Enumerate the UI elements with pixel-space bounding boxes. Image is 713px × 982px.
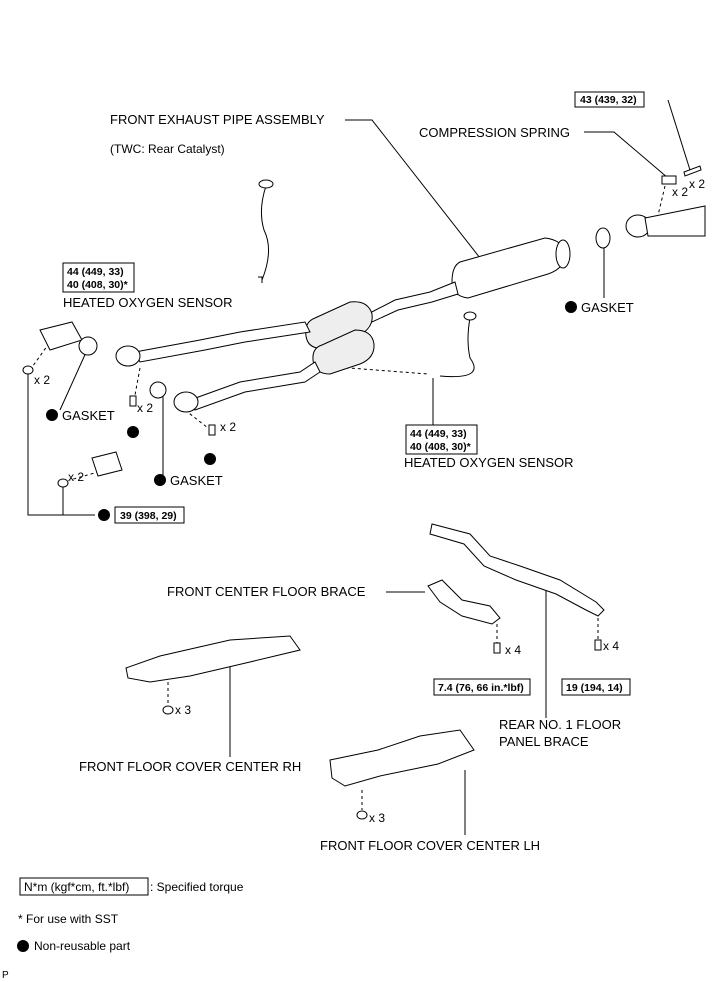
qty-brace-center-bolt: x 4 — [505, 643, 521, 657]
legend-nonreusable: Non-reusable part — [34, 939, 131, 953]
torque-value: 40 (408, 30)* — [67, 279, 129, 291]
bolt-icon — [129, 395, 137, 407]
legend: N*m (kgf*cm, ft.*lbf) : Specified torque… — [18, 877, 244, 953]
gasket-left-1 — [78, 336, 98, 356]
front-floor-cover-center-rh — [125, 635, 301, 683]
bolt-icon — [683, 165, 702, 177]
qty-rh-nut: x 3 — [175, 703, 191, 717]
compression-spring-icon — [661, 175, 677, 185]
nonreusable-dot — [17, 940, 29, 952]
nut-icon — [162, 705, 174, 715]
bolt-icon — [208, 424, 216, 436]
nonreusable-dot — [154, 474, 166, 486]
torque-value: 44 (449, 33) — [67, 266, 124, 278]
torque-box-sensor-right: 44 (449, 33) 40 (408, 30)* — [405, 424, 478, 455]
torque-value: 7.4 (76, 66 in.*lbf) — [438, 682, 524, 694]
sensor-left-wire — [260, 185, 269, 281]
label-heated-sensor-right: HEATED OXYGEN SENSOR — [404, 455, 574, 470]
torque-box-brace-center: 7.4 (76, 66 in.*lbf) — [433, 678, 531, 696]
oxygen-sensors — [258, 179, 477, 378]
nut-icon — [356, 810, 368, 820]
nut-icon — [57, 478, 69, 488]
qty-spring: x 2 — [672, 185, 688, 199]
torque-box-nut-left: 39 (398, 29) — [114, 506, 185, 524]
torque-value: 43 (439, 32) — [580, 94, 637, 106]
bolt-icon — [493, 642, 501, 654]
rear-pipe-flange — [625, 205, 706, 238]
nonreusable-dot — [46, 409, 58, 421]
label-gasket-left-2: GASKET — [170, 473, 223, 488]
nonreusable-dot — [127, 426, 139, 438]
footer-code: P — [2, 970, 9, 981]
qty-lh-nut: x 3 — [369, 811, 385, 825]
qty-brace-rear-bolt: x 4 — [603, 639, 619, 653]
gaskets — [78, 227, 611, 399]
bolt-icon — [594, 639, 602, 651]
label-gasket-left-1: GASKET — [62, 408, 115, 423]
torque-box-sensor-left: 44 (449, 33) 40 (408, 30)* — [62, 262, 135, 293]
torque-value: 40 (408, 30)* — [410, 441, 472, 453]
legend-torque-box: N*m (kgf*cm, ft.*lbf) — [24, 880, 129, 894]
nonreusable-dot — [98, 509, 110, 521]
label-front-floor-rh: FRONT FLOOR COVER CENTER RH — [79, 759, 301, 774]
label-rear-floor-brace-2: PANEL BRACE — [499, 734, 589, 749]
nonreusable-dot — [204, 453, 216, 465]
torque-value: 19 (194, 14) — [566, 682, 623, 694]
leader-lines — [27, 99, 691, 835]
torque-value: 44 (449, 33) — [410, 428, 467, 440]
qty-bolt-mid2: x 2 — [220, 420, 236, 434]
label-twc-rear: (TWC: Rear Catalyst) — [110, 142, 225, 156]
label-front-center-floor-brace: FRONT CENTER FLOOR BRACE — [167, 584, 366, 599]
torque-value: 39 (398, 29) — [120, 510, 177, 522]
nut-icon — [22, 365, 34, 375]
label-gasket-right: GASKET — [581, 300, 634, 315]
front-floor-cover-center-lh — [329, 729, 475, 787]
torque-box-brace-rear: 19 (194, 14) — [561, 678, 631, 696]
sensor-right-wire — [439, 317, 475, 378]
nonreusable-dot — [565, 301, 577, 313]
gasket-left-2 — [149, 381, 167, 399]
label-compression-spring: COMPRESSION SPRING — [419, 125, 570, 140]
qty-nut-upper-left: x 2 — [34, 373, 50, 387]
front-center-floor-brace — [427, 579, 501, 625]
legend-sst-note: * For use with SST — [18, 912, 119, 926]
label-rear-floor-brace-1: REAR NO. 1 FLOOR — [499, 717, 621, 732]
torque-box-bolt-top: 43 (439, 32) — [574, 91, 645, 108]
nonreusable-markers — [17, 301, 577, 952]
rear-no1-floor-panel-brace — [429, 523, 605, 617]
qty-nut-lower-left: x 2 — [68, 470, 84, 484]
label-front-exhaust-pipe: FRONT EXHAUST PIPE ASSEMBLY — [110, 112, 325, 127]
qty-bolt-mid1: x 2 — [137, 401, 153, 415]
label-heated-sensor-left: HEATED OXYGEN SENSOR — [63, 295, 233, 310]
label-front-floor-lh: FRONT FLOOR COVER CENTER LH — [320, 838, 540, 853]
gasket-right — [595, 227, 611, 249]
qty-bolt-top: x 2 — [689, 177, 705, 191]
front-exhaust-pipe-assembly — [39, 237, 571, 477]
fasteners — [22, 365, 602, 820]
legend-torque-desc: : Specified torque — [150, 880, 244, 894]
spring-and-bolts — [661, 165, 702, 185]
